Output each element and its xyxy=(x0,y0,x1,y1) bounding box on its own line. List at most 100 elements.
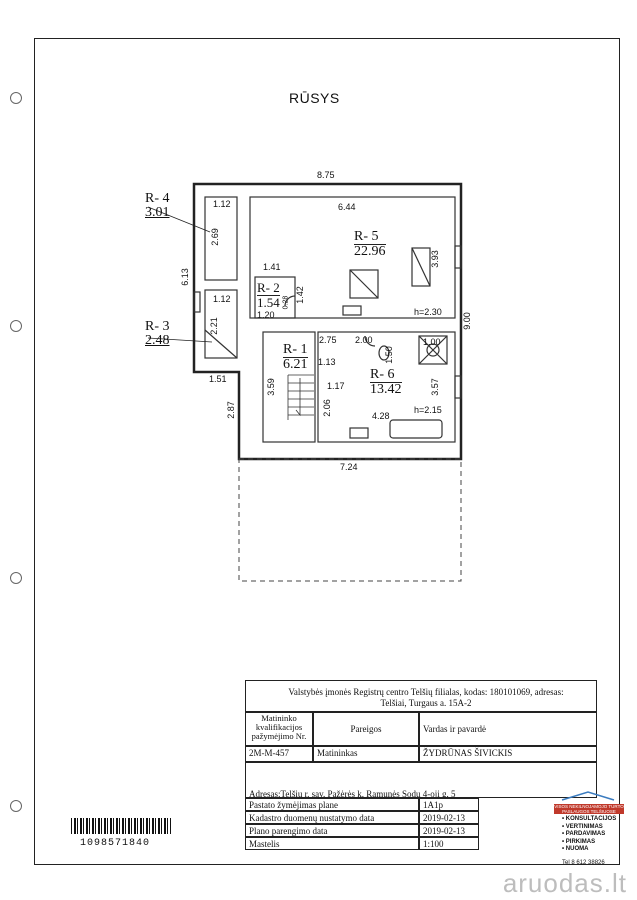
title-block-header: Valstybės įmonės Registrų centro Telšių … xyxy=(245,680,597,712)
room-id: R- 3 xyxy=(145,319,170,334)
title-block: Valstybės įmonės Registrų centro Telšių … xyxy=(245,680,597,860)
wall-r3 xyxy=(204,289,238,359)
dim-r6-side: 1.50 xyxy=(383,346,394,364)
room-id: R- 2 xyxy=(257,280,280,295)
dim-r2-mini: 0.28 xyxy=(282,295,290,310)
row-value: 1A1p xyxy=(419,798,479,811)
row-value: 2019-02-13 xyxy=(419,811,479,824)
row-value: 2019-02-13 xyxy=(419,824,479,837)
wall-r5 xyxy=(249,196,456,319)
dim-r3-width: 1.12 xyxy=(213,294,231,304)
room-area: 13.42 xyxy=(370,382,402,397)
leader-r4 xyxy=(147,206,211,233)
dim-r1-stair: 2.06 xyxy=(321,399,332,417)
stamp-phone: Tel 8 612 38826 xyxy=(562,860,605,866)
wall-r1 xyxy=(262,331,316,443)
watermark: aruodas.lt xyxy=(502,868,627,898)
dim-r5-small: 1.41 xyxy=(263,262,281,272)
room-label-r4: R- 4 3.01 xyxy=(145,192,170,220)
dim-r3-bottom: 1.51 xyxy=(209,374,227,384)
room-area: 2.48 xyxy=(145,333,170,348)
dim-r5-ceiling: h=2.30 xyxy=(414,307,442,317)
barcode xyxy=(71,818,171,834)
dim-r2-bottom: 1.20 xyxy=(257,310,275,320)
wall-r3-diagonal xyxy=(204,329,238,359)
wall-r4 xyxy=(204,196,238,281)
dim-r3-height: 2.21 xyxy=(208,317,219,335)
service-item: NUOMA xyxy=(562,846,616,854)
address-row: Adresas:Telšių r. sav. Pažėrės k. Ramunė… xyxy=(245,762,597,798)
col-name-header: Vardas ir pavardė xyxy=(419,712,597,746)
dim-r2-vertical: 1.42 xyxy=(294,286,305,304)
page-title: RŪSYS xyxy=(289,90,340,106)
dim-top-width: 8.75 xyxy=(317,170,335,180)
dim-r5-width: 6.44 xyxy=(338,202,356,212)
col-position-header: Pareigos xyxy=(313,712,419,746)
r5-small-fixture xyxy=(342,305,362,316)
binder-hole xyxy=(10,800,22,812)
ad-stamp: VISOS NEKILNOJAMOJO TURTO PASLAUGOS TELŠ… xyxy=(550,790,628,870)
dim-r6-height: 3.57 xyxy=(429,378,440,396)
sink xyxy=(349,427,369,439)
cert-number: 2M-M-457 xyxy=(245,746,313,762)
agency-logo-icon xyxy=(561,791,615,801)
window-right-lower xyxy=(454,375,462,399)
surveyor-name: ŽYDRŪNAS ŠIVICKIS xyxy=(419,746,597,762)
service-item: VERTINIMAS xyxy=(562,824,616,832)
dim-r1-height: 3.59 xyxy=(265,378,276,396)
binder-hole xyxy=(10,572,22,584)
room-area: 6.21 xyxy=(283,357,308,372)
shower-box xyxy=(418,335,448,365)
toilet xyxy=(378,345,390,361)
dim-r1-width: 2.75 xyxy=(319,335,337,345)
room-id: R- 5 xyxy=(354,229,379,244)
stamp-header: VISOS NEKILNOJAMOJO TURTO PASLAUGOS TELŠ… xyxy=(554,804,624,814)
dim-r4-height: 2.69 xyxy=(209,228,220,246)
row-label: Kadastro duomenų nustatymo data xyxy=(245,811,419,824)
row-label: Plano parengimo data xyxy=(245,824,419,837)
service-item: PARDAVIMAS xyxy=(562,831,616,839)
r5-hatch-box xyxy=(349,269,379,299)
room-label-r6: R- 6 13.42 xyxy=(370,368,402,397)
wall-r2 xyxy=(254,276,296,319)
room-id: R- 4 xyxy=(145,191,170,206)
barcode-number: 1098571840 xyxy=(80,838,151,849)
row-label: Pastato žymėjimas plane xyxy=(245,798,419,811)
room-label-r1: R- 1 6.21 xyxy=(283,343,308,372)
dim-lower-left: 2.87 xyxy=(225,401,236,419)
position-value: Matininkas xyxy=(313,746,419,762)
bathtub xyxy=(389,419,443,439)
row-label: Mastelis xyxy=(245,837,419,850)
page-frame xyxy=(34,38,620,865)
dim-r5-height: 3.93 xyxy=(429,250,440,268)
binder-hole xyxy=(10,92,22,104)
org-line-1: Valstybės įmonės Registrų centro Telšių … xyxy=(288,687,564,697)
dim-r6-ceiling: h=2.15 xyxy=(414,405,442,415)
org-line-2: Telšiai, Turgaus a. 15A-2 xyxy=(380,698,472,708)
binder-hole xyxy=(10,320,22,332)
terrace-outline xyxy=(238,458,462,582)
col-cert-header: Matininko kvalifikacijos pažymėjimo Nr. xyxy=(245,712,313,746)
room-area: 3.01 xyxy=(145,205,170,220)
window-right-upper xyxy=(454,245,462,269)
room-label-r5: R- 5 22.96 xyxy=(354,230,386,259)
dim-left-height: 6.13 xyxy=(179,268,190,286)
dim-bottom-width: 7.24 xyxy=(340,462,358,472)
dim-right-height: 9.00 xyxy=(461,312,472,330)
dim-r1-inner: 1.17 xyxy=(327,381,345,391)
room-label-r3: R- 3 2.48 xyxy=(145,320,170,348)
service-item: PIRKIMAS xyxy=(562,839,616,847)
leader-r3 xyxy=(147,337,213,343)
room-area: 22.96 xyxy=(354,244,386,259)
room-label-r2: R- 2 1.54 xyxy=(257,281,280,310)
door-arc-2 xyxy=(364,335,376,347)
dim-r4-width: 1.12 xyxy=(213,199,231,209)
room-area: 1.54 xyxy=(257,295,280,310)
door-arc-1 xyxy=(284,295,296,307)
room-id: R- 1 xyxy=(283,342,308,357)
dim-r6-top: 2.00 xyxy=(355,335,373,345)
row-value: 1:100 xyxy=(419,837,479,850)
dim-r1-mid: 1.13 xyxy=(318,357,336,367)
dim-r6-bottom: 4.28 xyxy=(372,411,390,421)
